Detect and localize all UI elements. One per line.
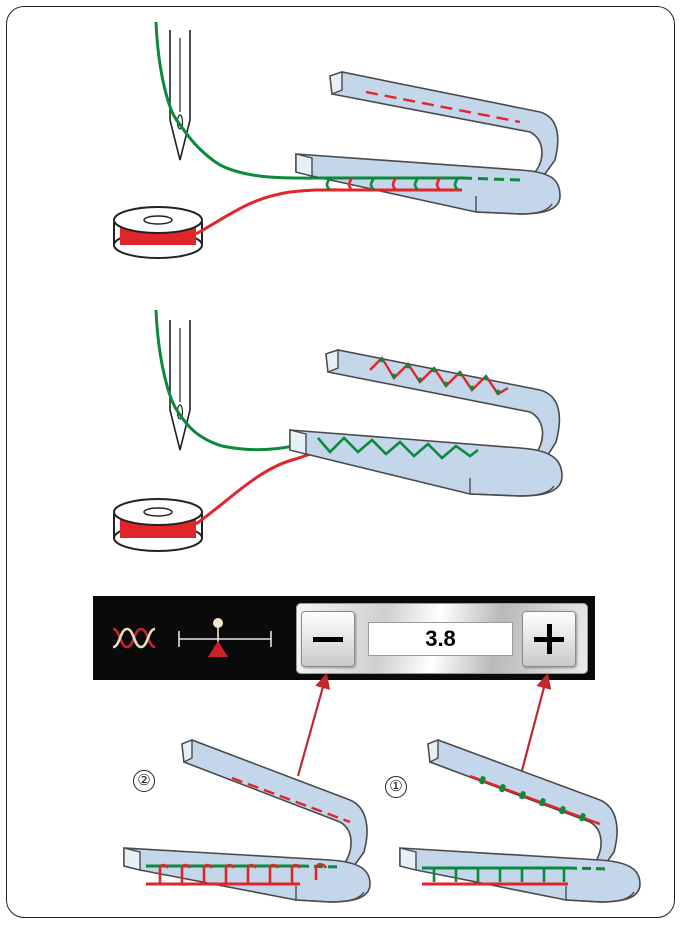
callout-marker-2: ② (133, 770, 155, 792)
tension-control-panel: 3.8 (93, 596, 595, 680)
tension-value: 3.8 (368, 622, 513, 656)
fabric-sample (289, 349, 563, 497)
arrow-to-increase-button (518, 673, 552, 779)
illustration-zigzag-stitch (113, 309, 563, 552)
needle-icon (169, 30, 191, 161)
fabric-sample-left (123, 738, 371, 903)
fabric-sample-right (399, 738, 641, 903)
illustration-straight-stitch (113, 21, 561, 259)
needle-thread (154, 21, 327, 180)
bobbin-icon (113, 206, 203, 259)
increase-tension-button[interactable] (522, 611, 576, 667)
decrease-tension-button[interactable] (301, 611, 355, 667)
minus-icon (313, 637, 343, 642)
thread-tension-icon (112, 627, 156, 649)
bobbin-icon (113, 498, 203, 552)
needle-icon (169, 320, 191, 451)
needle-thread (154, 309, 321, 452)
tension-stepper: 3.8 (296, 603, 588, 674)
callout-marker-1: ① (385, 776, 407, 798)
arrow-to-decrease-button (296, 673, 331, 777)
page-frame (6, 6, 675, 918)
fabric-sample (295, 71, 561, 215)
tension-slider-icon (178, 618, 272, 657)
